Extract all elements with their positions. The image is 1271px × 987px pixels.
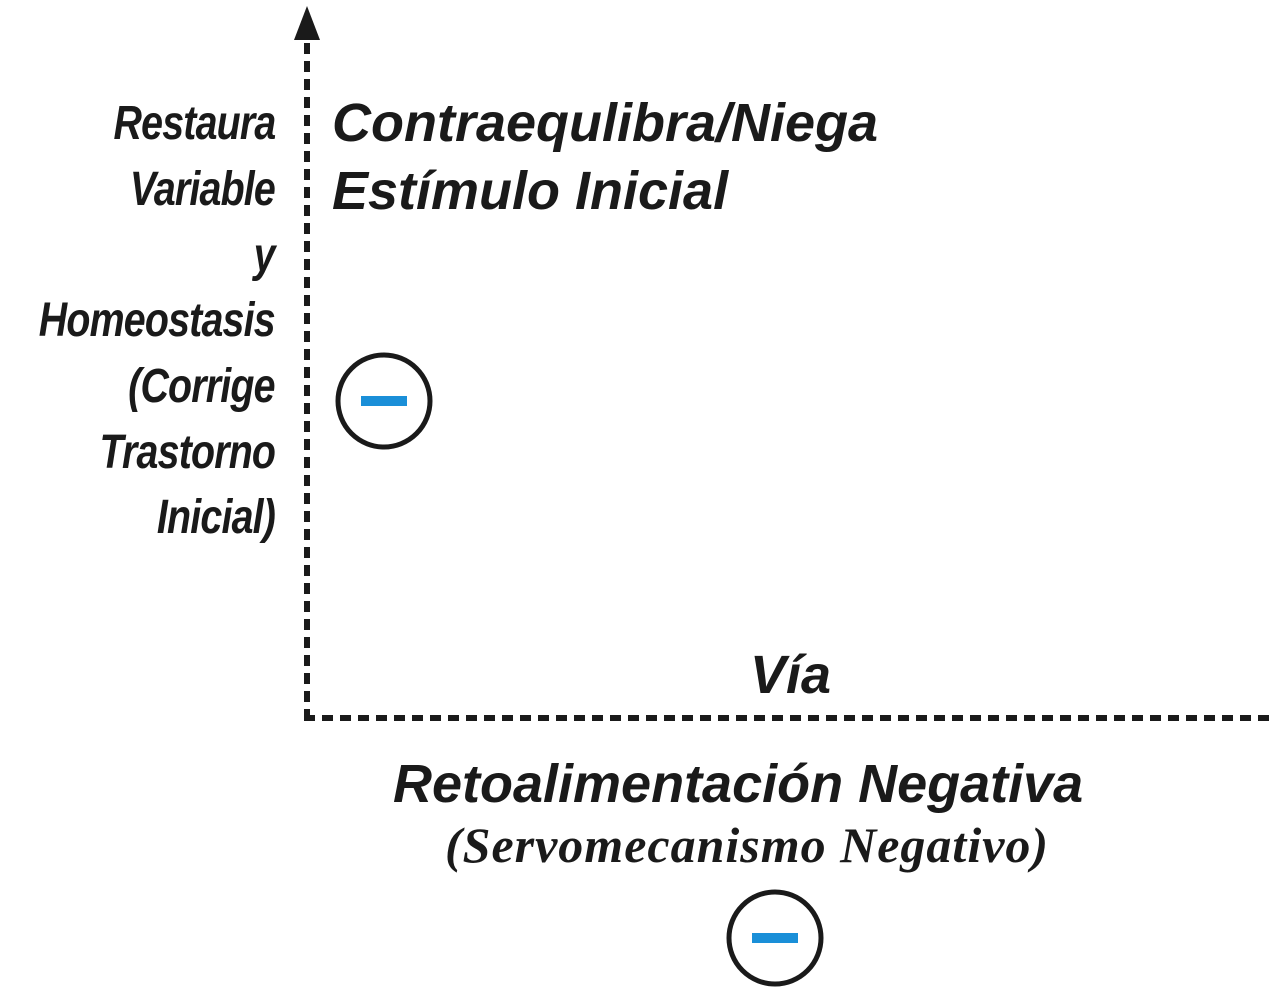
axis-label: Vía xyxy=(750,645,832,705)
minus-circle-icon xyxy=(335,352,433,450)
left-label-line-4: Homeostasis xyxy=(39,294,276,347)
vertical-axis-arrow-icon xyxy=(294,6,320,40)
left-label-line-3: y xyxy=(253,229,276,282)
bottom-subtitle: (Servomecanismo Negativo) xyxy=(445,817,1050,873)
minus-sign xyxy=(361,396,407,406)
left-label-line-5: (Corrige xyxy=(128,360,275,413)
minus-circle-icon xyxy=(726,889,824,987)
left-label-line-7: Inicial) xyxy=(156,491,276,544)
top-title-line-2: Estímulo Inicial xyxy=(332,161,729,221)
top-title-line-1: Contraequlibra/Niega xyxy=(332,93,879,153)
minus-sign xyxy=(752,933,798,943)
left-label-line-1: Restaura xyxy=(113,97,276,150)
bottom-title: Retoalimentación Negativa xyxy=(393,754,1084,814)
left-label-line-6: Trastorno xyxy=(99,426,275,479)
left-label-line-2: Variable xyxy=(129,163,276,216)
